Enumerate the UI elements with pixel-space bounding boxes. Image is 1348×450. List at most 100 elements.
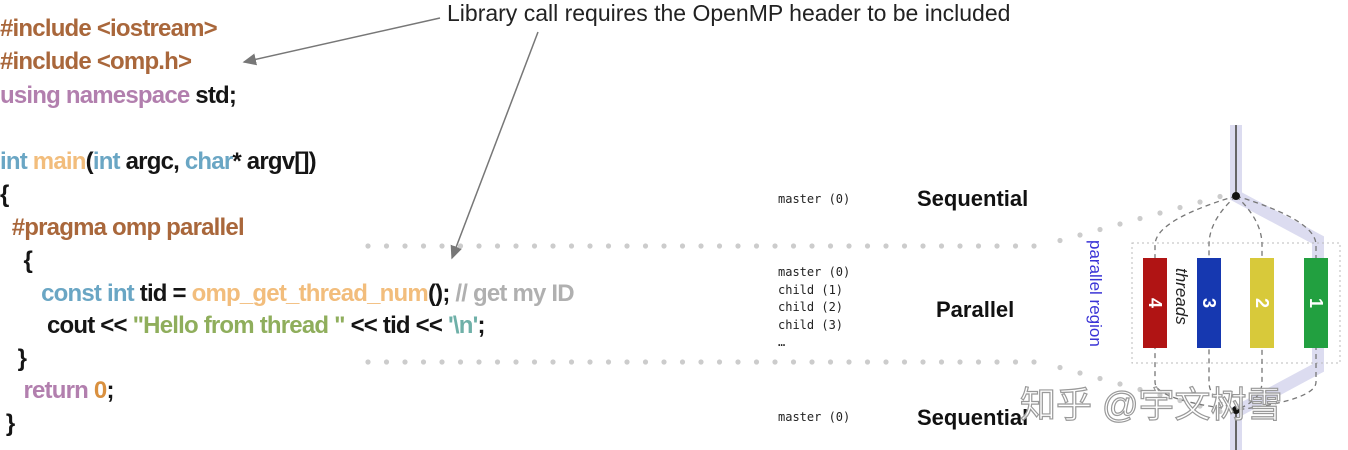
code-token-text: std; [195, 82, 237, 109]
guide-dot [716, 243, 723, 249]
phase-label-parallel: Parallel [936, 297, 1015, 322]
guide-dot [920, 359, 926, 365]
guide-dot [402, 243, 408, 249]
guide-dot [513, 243, 519, 249]
guide-dot [772, 359, 778, 365]
code-token-text: } [0, 345, 27, 372]
guide-dot [716, 359, 723, 365]
guide-dot [735, 359, 741, 365]
guide-dot [1197, 199, 1203, 205]
code-line: int main(int argc, char* argv[]) [0, 145, 317, 178]
guide-dot [883, 243, 889, 249]
code-line: using namespace std; [0, 79, 237, 112]
guide-dot [513, 359, 519, 365]
code-line: cout << "Hello from thread " << tid << '… [0, 309, 486, 342]
code-token-preproc: #pragma omp parallel [0, 214, 245, 241]
arrow-to-omp-header [242, 17, 441, 66]
code-token-type: char [184, 148, 233, 175]
code-line: const int tid = omp_get_thread_num(); //… [0, 277, 575, 310]
thread-bar-label: 2 [1252, 298, 1272, 308]
code-line: } [0, 342, 27, 375]
guide-dot [420, 243, 427, 249]
guide-dot [365, 243, 371, 249]
guide-dot [383, 359, 390, 365]
code-token-text: } [0, 410, 15, 437]
code-token-keyword: using namespace [0, 82, 196, 109]
guide-dot [587, 243, 593, 249]
guide-dot [624, 359, 630, 365]
guide-dot [957, 359, 963, 365]
guide-dot [790, 243, 797, 249]
threads-label: threads [1172, 268, 1191, 325]
fork-line [1154, 195, 1237, 411]
guide-dot [938, 359, 945, 365]
guide-dot [550, 359, 556, 365]
fork-line [1235, 195, 1263, 411]
guide-dot [1012, 243, 1019, 249]
code-token-text: tid = [139, 280, 192, 307]
guide-dot [494, 359, 501, 365]
guide-dot [809, 359, 815, 365]
guide-dot [568, 243, 575, 249]
guide-dot [605, 359, 612, 365]
parallel-region-box [1131, 242, 1341, 364]
guide-dot [1031, 359, 1037, 365]
guide-dot [402, 359, 408, 365]
guide-dot [809, 243, 815, 249]
code-token-text: ; [477, 312, 486, 339]
thread-bar-label: 4 [1145, 298, 1165, 308]
guide-dot [735, 243, 741, 249]
guide-dot [698, 243, 704, 249]
thread-bar-label: 3 [1199, 298, 1219, 308]
guide-dot [642, 243, 649, 249]
code-line: #include <omp.h> [0, 45, 192, 78]
thread-list-sequential-2: master (0) [778, 410, 851, 424]
guide-dot [938, 243, 945, 249]
guide-dot [1137, 215, 1143, 222]
code-line: return 0; [0, 374, 114, 407]
dotted-guides [365, 193, 1223, 415]
fork-point [1232, 192, 1240, 200]
code-token-keyword: return [0, 377, 94, 404]
code-line: } [0, 407, 15, 440]
code-token-text: ; [106, 377, 114, 404]
guide-dot [1057, 364, 1063, 371]
guide-dot [1157, 210, 1163, 216]
guide-dot [439, 243, 445, 249]
guide-dot [994, 243, 1000, 249]
guide-dot [568, 359, 575, 365]
guide-dot [1097, 375, 1103, 382]
code-token-preproc: #include <omp.h> [0, 48, 192, 75]
arrow-to-omp-call [450, 31, 539, 260]
code-token-string: "Hello from thread " [132, 312, 346, 339]
guide-dot [772, 243, 778, 249]
code-token-number: 0 [93, 377, 107, 404]
guide-dot [827, 359, 834, 365]
thread-bar-4 [1143, 258, 1167, 348]
guide-dot [661, 243, 667, 249]
phase-label-sequential-1: Sequential [917, 186, 1029, 211]
guide-dot [1177, 204, 1183, 211]
guide-dot [1031, 243, 1037, 249]
guide-dot [901, 243, 908, 249]
guide-dot [531, 243, 538, 249]
parallel-region-label: parallel region [1086, 240, 1105, 347]
code-line: { [0, 178, 9, 211]
code-token-func: main [32, 148, 87, 175]
guide-dot [476, 243, 482, 249]
guide-dot [476, 359, 482, 365]
code-token-type: const int [0, 280, 140, 307]
guide-dot [1117, 221, 1123, 227]
thread-bar-2 [1250, 258, 1274, 348]
code-token-text: cout << [0, 312, 133, 339]
guide-dot [365, 359, 371, 365]
guide-dot [901, 359, 908, 365]
guide-dot [1077, 232, 1083, 238]
guide-dot [1177, 397, 1183, 404]
guide-dot [661, 359, 667, 365]
guide-dot [975, 359, 982, 365]
guide-dot [587, 359, 593, 365]
code-token-text: << tid << [344, 312, 448, 339]
guide-dot [1217, 193, 1223, 200]
